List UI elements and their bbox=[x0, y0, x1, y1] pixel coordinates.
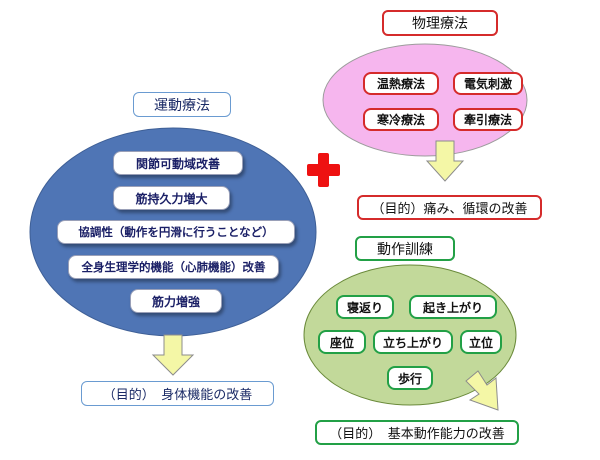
physio-goal: （目的）痛み、循環の改善 bbox=[357, 195, 542, 220]
training-title: 動作訓練 bbox=[355, 236, 455, 261]
training-item-standing-up: 立ち上がり bbox=[373, 330, 453, 354]
training-diagonal-arrow bbox=[465, 370, 499, 411]
training-item-standing: 立位 bbox=[460, 330, 502, 354]
exercise-title: 運動療法 bbox=[133, 92, 231, 117]
physio-ellipse bbox=[322, 43, 528, 157]
physio-item-electric: 電気刺激 bbox=[453, 72, 523, 95]
training-item-walking: 歩行 bbox=[387, 366, 433, 390]
physio-title: 物理療法 bbox=[382, 10, 498, 36]
exercise-down-arrow bbox=[151, 334, 195, 376]
physio-down-arrow bbox=[425, 140, 465, 182]
exercise-item-endurance: 筋持久力増大 bbox=[113, 186, 230, 210]
exercise-item-systemic: 全身生理学的機能（心肺機能）改善 bbox=[68, 255, 279, 279]
training-item-sitting: 座位 bbox=[318, 330, 366, 354]
physio-item-traction: 牽引療法 bbox=[453, 108, 523, 131]
physio-item-cold: 寒冷療法 bbox=[363, 108, 439, 131]
training-goal: （目的） 基本動作能力の改善 bbox=[315, 420, 519, 445]
exercise-item-strength: 筋力増強 bbox=[130, 289, 222, 313]
exercise-item-coordination: 協調性（動作を円滑に行うことなど） bbox=[57, 220, 295, 244]
plus-icon bbox=[307, 153, 340, 187]
training-item-rolling: 寝返り bbox=[336, 295, 394, 319]
physio-item-hot: 温熱療法 bbox=[363, 72, 439, 95]
exercise-item-rom: 関節可動域改善 bbox=[113, 151, 243, 175]
exercise-goal: （目的） 身体機能の改善 bbox=[81, 381, 274, 406]
training-item-sitting-up: 起き上がり bbox=[409, 295, 497, 319]
